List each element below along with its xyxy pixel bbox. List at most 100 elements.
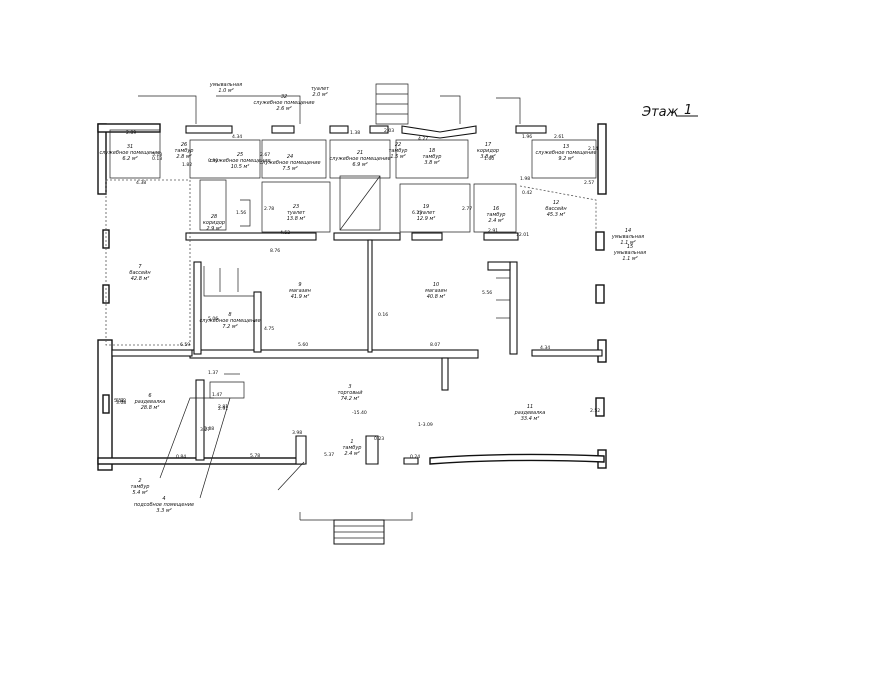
room-name-r4: подсобное помещение: [134, 502, 194, 508]
leader-room-4: [199, 397, 231, 499]
dimension-label: 4.75: [264, 326, 274, 332]
stub-top-washroom: [216, 95, 301, 124]
room-name-r2: тамбур: [131, 484, 150, 490]
leader-room-5: [277, 461, 305, 491]
room-area-r19: 12.9 м²: [417, 216, 436, 222]
room-23-outline: [261, 181, 331, 233]
room-18-outline: [395, 139, 469, 179]
room-name-r11: раздевалка: [514, 410, 546, 416]
dimension-label: 1.98: [520, 176, 530, 182]
room-num-r12: 12: [553, 200, 559, 206]
dimension-label: 2.89: [126, 130, 136, 136]
upper-room-lines: [105, 129, 597, 346]
wall-left-upper: [97, 123, 107, 195]
dimension-label: 6.59: [180, 342, 190, 348]
wall-right-upper: [597, 123, 607, 195]
dimension-label: 4.34: [232, 134, 242, 140]
room-name-r32: служебное помещение: [253, 100, 314, 106]
vestibule-wall-right: [365, 435, 379, 465]
dimension-label: 3.08: [116, 400, 126, 406]
room-num-r10: 10: [433, 282, 439, 288]
room-area-r6: 28.8 м²: [141, 405, 160, 411]
room-num-r6: 6: [148, 393, 151, 399]
room-num-r17: 17: [485, 142, 492, 148]
floor-title-group: Этаж 1: [641, 103, 698, 120]
wall-top-2: [271, 125, 295, 134]
room-num-r32: 32: [281, 94, 287, 100]
room-area-r3: 74.2 м²: [341, 396, 360, 402]
wall-vertical-2: [253, 291, 262, 353]
dimension-label: 0.84: [176, 454, 186, 460]
room-name-r31: служебное помещение: [99, 150, 160, 156]
dimension-label: 2.57: [584, 180, 594, 186]
room-name-r21: служебное помещение: [329, 156, 390, 162]
room-name-r19: туалет: [417, 210, 436, 216]
top-walls: [111, 125, 603, 461]
room-area-r26: 2.8 м²: [176, 154, 191, 160]
dimension-label: 3.98: [292, 430, 302, 436]
room-name-r24: служебное помещение: [259, 160, 320, 166]
floor-number: 1: [684, 103, 692, 118]
room-name-r26: тамбур: [175, 148, 194, 154]
dimension-label: 1.96: [522, 134, 532, 140]
room-area-r34: 2.0 м²: [312, 92, 327, 98]
room-num-r28: 28: [211, 214, 217, 220]
room-13-outline: [531, 139, 597, 179]
dimension-label: 5.13: [152, 152, 162, 158]
stair-diagonal: [339, 175, 381, 231]
dimension-label: 12.01: [516, 232, 529, 238]
dimension-label: 5.78: [250, 453, 260, 459]
window-left-3: [102, 394, 110, 414]
dimension-label: 0.24: [410, 454, 420, 460]
room-area-r24: 7.5 м²: [282, 166, 297, 172]
room-area-r18: 3.8 м²: [424, 160, 439, 166]
dimension-label: 5.06: [208, 316, 218, 322]
room-area-r2: 5.4 м²: [132, 490, 147, 496]
wall-bottom-right: [429, 453, 605, 465]
stub-top-right-2: [496, 97, 521, 124]
leader-room-2: [159, 397, 214, 479]
room-area-r1: 2.4 м²: [344, 451, 359, 457]
room-num-r1: 1: [350, 439, 353, 445]
room-name-r6: раздевалка: [134, 399, 166, 405]
dimension-label: 4.38: [136, 180, 146, 186]
room-area-r10: 40.8 м²: [427, 294, 446, 300]
dimension-label: 2.91: [488, 228, 498, 234]
room-area-r7: 42.8 м²: [131, 276, 150, 282]
room-name-r13: служебное помещение: [535, 150, 596, 156]
dimension-label: 8.76: [270, 248, 280, 254]
room-name-r33: умывальная: [209, 82, 242, 88]
room-name-r18: тамбур: [423, 154, 442, 160]
dimension-label: 3.27: [200, 427, 210, 433]
room-area-r31: 6.2 м²: [122, 156, 137, 162]
window-right-1: [595, 231, 605, 251]
room-area-r9: 41.9 м²: [291, 294, 310, 300]
dimension-label: 4.34: [540, 345, 550, 351]
dimension-label: 2.77: [462, 206, 472, 212]
room-num-r23: 23: [293, 204, 299, 210]
room-25-outline: [189, 139, 261, 179]
room-name-r34: туалет: [311, 86, 330, 92]
room-num-r19: 19: [423, 204, 429, 210]
room-area-r22: 1.5 м²: [390, 154, 405, 160]
window-right-3: [595, 397, 605, 417]
room-num-r16: 16: [493, 206, 499, 212]
dimension-label: -15.40: [352, 410, 367, 416]
dimension-label: 1.82: [182, 162, 192, 168]
wall-top-left: [97, 123, 161, 133]
room-4-box: [209, 381, 245, 399]
vestibule-wall-far: [403, 457, 419, 465]
